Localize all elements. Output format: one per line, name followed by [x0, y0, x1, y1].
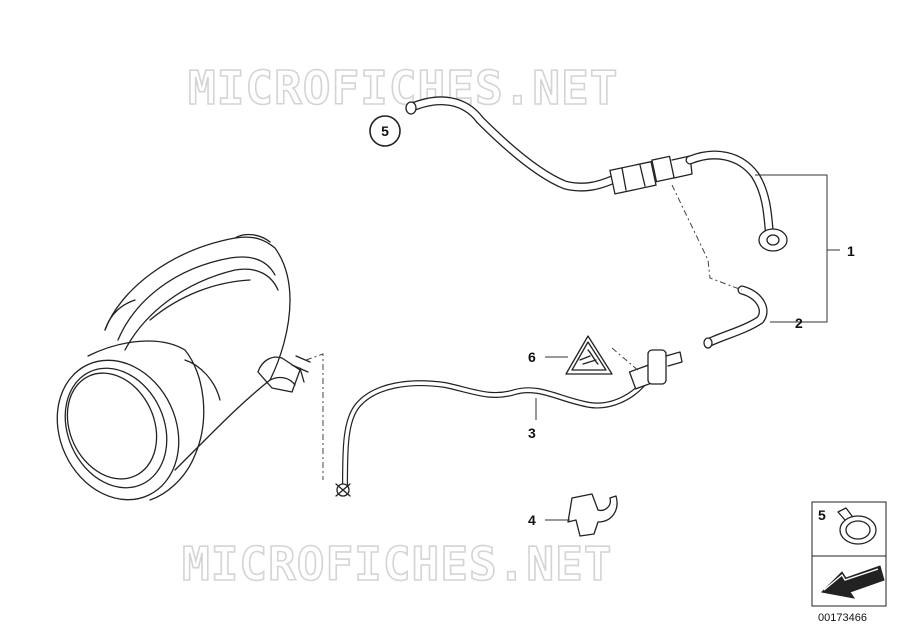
document-number: 00173466: [818, 612, 867, 624]
arrow-icon: [820, 565, 885, 599]
callout-1: 1: [847, 243, 855, 259]
hose-clamp-icon: [837, 507, 877, 545]
dash-line-valve: [611, 347, 641, 373]
callout-4: 4: [528, 512, 536, 528]
callout-5-circle: 5: [369, 115, 401, 147]
leader-1: [755, 174, 840, 323]
dash-line-hose: [671, 184, 743, 291]
callout-2: 2: [795, 315, 803, 331]
legend-box: 5: [811, 501, 887, 607]
watermark-top: MICROFICHES.NET: [188, 61, 618, 115]
callout-3: 3: [528, 425, 536, 441]
hose-upper: [405, 96, 788, 252]
warning-label: [565, 335, 613, 375]
watermark-bottom: MICROFICHES.NET: [182, 537, 612, 591]
hose-clip: [567, 493, 618, 537]
intake-boot: [56, 233, 311, 501]
legend-number: 5: [818, 507, 826, 523]
svg-text:5: 5: [381, 123, 389, 139]
callout-6: 6: [528, 349, 536, 365]
dash-line-boot: [305, 353, 324, 480]
hose-lower: [335, 349, 683, 497]
hose-short: [703, 285, 768, 349]
